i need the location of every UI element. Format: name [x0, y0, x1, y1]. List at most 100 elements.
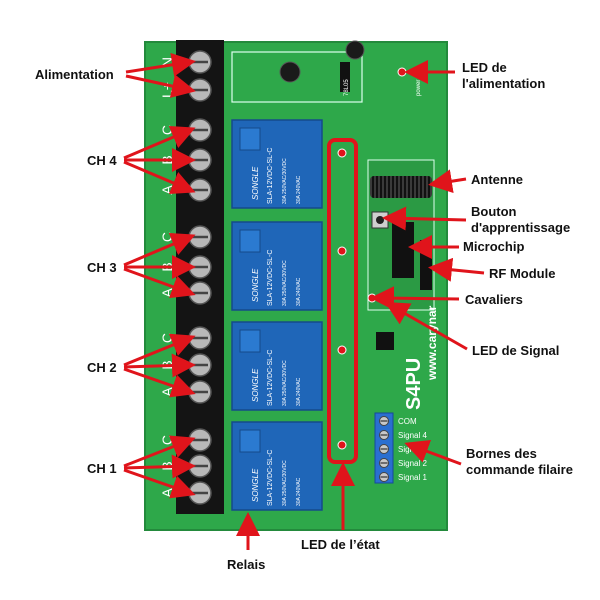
arrow-ch3-a — [123, 232, 196, 267]
terminal-screw — [188, 353, 212, 377]
terminal-screw — [188, 50, 212, 74]
relay-spec: 30A 250VAC/30VDC — [282, 460, 288, 506]
label-cavaliers: Cavaliers — [465, 292, 523, 307]
relay-model: SLA-12VDC-SL-C — [267, 250, 274, 306]
terminal-screw — [188, 255, 212, 279]
relay-model: SLA-12VDC-SL-C — [267, 450, 274, 506]
power-area-outline — [231, 51, 363, 103]
capacitor-top — [345, 40, 365, 60]
label-bouton-2: d'apprentissage — [471, 220, 570, 235]
terminal-screw — [188, 118, 212, 142]
arrow-ch1-b — [123, 454, 196, 479]
label-ch1: CH 1 — [87, 461, 117, 476]
signal-terminal-label: COM — [398, 417, 417, 426]
label-led-etat: LED de l’état — [301, 537, 380, 552]
relay-spec: 30A 240VAC — [296, 477, 302, 506]
relay-spec: 30A 240VAC — [296, 175, 302, 204]
terminal-mark: A — [159, 288, 175, 298]
terminal-screw — [188, 380, 212, 404]
label-microchip: Microchip — [463, 239, 524, 254]
board-model: S4PU — [403, 358, 425, 410]
arrow-ch4-a — [123, 125, 196, 160]
relay-spec: 30A 240VAC — [296, 277, 302, 306]
terminal-screw — [188, 78, 212, 102]
terminal-mark: C — [159, 125, 175, 135]
label-relais: Relais — [227, 557, 265, 572]
arrow-bouton — [382, 206, 467, 231]
signal-terminal-label: Signal 2 — [398, 459, 427, 468]
learn-button-cap — [376, 216, 384, 224]
arrow-ch1-c — [123, 468, 196, 499]
label-led-signal: LED de Signal — [472, 343, 559, 358]
signal-terminal-screw — [379, 416, 389, 426]
label-led-alim-2: l'alimentation — [462, 76, 545, 91]
relay-brand: SONGLE — [251, 166, 260, 200]
board-website: www.carynar — [425, 305, 439, 381]
signal-terminal-screw — [379, 444, 389, 454]
terminal-mark: A — [159, 387, 175, 397]
status-leds — [337, 148, 347, 450]
terminal-screw — [188, 326, 212, 350]
signal-terminal-label: Signal 1 — [398, 473, 427, 482]
terminal-screw — [188, 454, 212, 478]
pcb-board-edge — [144, 41, 448, 531]
arrow-ch2-c — [123, 367, 196, 398]
label-bornes-1: Bornes des — [466, 446, 537, 461]
relay-model: SLA-12VDC-SL-C — [267, 350, 274, 406]
signal-terminal-screw — [379, 430, 389, 440]
arrow-alim-2 — [125, 74, 196, 98]
relay-brand: SONGLE — [251, 368, 260, 402]
arrow-rf-module — [428, 257, 485, 282]
capacitor-small — [279, 61, 301, 83]
signal-terminal-screw — [379, 458, 389, 468]
label-led-alim-1: LED de — [462, 60, 507, 75]
label-ch3: CH 3 — [87, 260, 117, 275]
arrow-ch2-a — [123, 333, 196, 367]
terminal-mark: C — [159, 232, 175, 242]
relay-brand: SONGLE — [251, 268, 260, 302]
terminal-screw — [188, 428, 212, 452]
jumper-pins — [367, 293, 377, 303]
relays: SONGLE SLA-12VDC-SL-C 30A 250VAC/30VDC 30A … — [231, 119, 323, 511]
terminal-mark: N — [159, 57, 175, 67]
relay-spec: 30A 250VAC/30VDC — [282, 260, 288, 306]
terminal-mark: A — [159, 488, 175, 498]
arrow-ch3-c — [123, 267, 196, 299]
status-led-4 — [337, 148, 347, 158]
arrow-bornes — [404, 440, 462, 466]
arrow-led-signal — [384, 302, 468, 351]
arrow-ch2-b — [123, 353, 196, 378]
label-antenne: Antenne — [471, 172, 523, 187]
arrow-ch4-c — [123, 160, 196, 195]
terminal-screw — [188, 225, 212, 249]
regulator-chip — [340, 62, 350, 92]
small-chip — [376, 332, 394, 350]
arrow-alim-1 — [125, 52, 196, 77]
terminal-screw — [188, 481, 212, 505]
status-led-1 — [337, 440, 347, 450]
callout-arrows — [123, 52, 485, 550]
regulator-label: 78L05 — [344, 79, 350, 96]
relay: SONGLE SLA-12VDC-SL-C 30A 250VAC/30VDC 30A … — [231, 321, 323, 411]
relay-spec: 30A 240VAC — [296, 377, 302, 406]
terminal-mark: C — [159, 435, 175, 445]
signal-led — [382, 299, 388, 305]
power-label: power — [416, 80, 422, 96]
label-ch4: CH 4 — [87, 153, 117, 168]
terminal-screw — [188, 281, 212, 305]
terminal-screw — [188, 148, 212, 172]
power-led — [397, 67, 407, 77]
label-bouton-1: Bouton — [471, 204, 517, 219]
signal-terminal-screws — [379, 416, 389, 482]
terminal-mark: C — [159, 333, 175, 343]
relay-spec: 30A 250VAC/30VDC — [282, 360, 288, 406]
terminal-mark: A — [159, 185, 175, 195]
label-rf-module: RF Module — [489, 266, 555, 281]
signal-terminal-screw — [379, 472, 389, 482]
signal-terminal-label: Signal 4 — [398, 431, 427, 440]
antenna-coil — [370, 176, 432, 198]
label-alimentation: Alimentation — [35, 67, 114, 82]
